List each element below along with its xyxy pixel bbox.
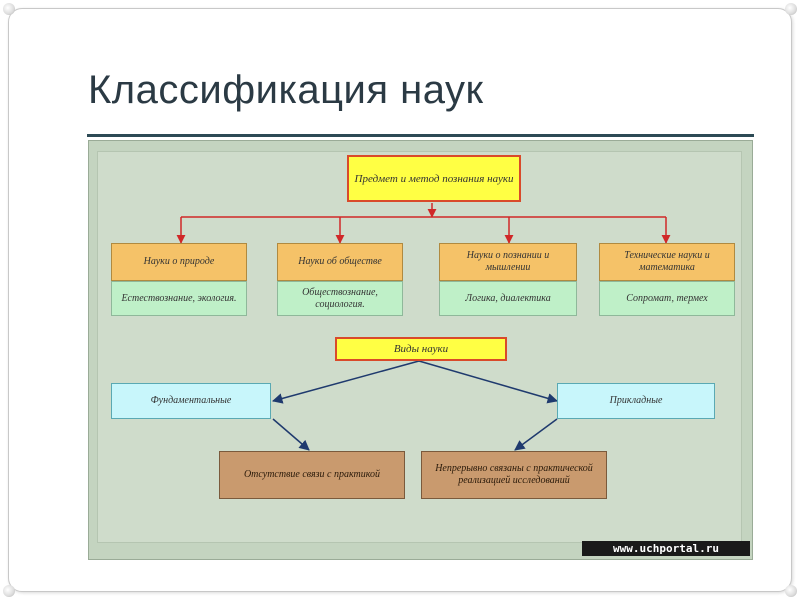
blue-connectors xyxy=(271,360,559,451)
top-concept-box: Предмет и метод познания науки xyxy=(347,155,521,202)
red-connectors xyxy=(176,203,671,244)
corner-ornament xyxy=(785,3,797,15)
category-header-cognition: Науки о познании и мышлении xyxy=(439,243,577,281)
arrow-fundamental-detail xyxy=(272,418,310,451)
corner-ornament xyxy=(785,585,797,597)
type-applied-box: Прикладные xyxy=(557,383,715,419)
category-content-cognition: Логика, диалектика xyxy=(439,281,577,316)
category-header-nature: Науки о природе xyxy=(111,243,247,281)
watermark-label: www.uchportal.ru xyxy=(582,541,750,556)
types-label-box: Виды науки xyxy=(335,337,507,361)
arrow-to-applied xyxy=(418,360,559,404)
slide-title: Классификация наук xyxy=(88,68,484,112)
classification-diagram: Предмет и метод познания науки Науки о п… xyxy=(88,140,753,560)
category-content-nature: Естествознание, экология. xyxy=(111,281,247,316)
title-underline xyxy=(87,134,754,137)
type-fundamental-box: Фундаментальные xyxy=(111,383,271,419)
type-applied-detail: Непрерывно связаны с практической реализ… xyxy=(421,451,607,499)
category-header-society: Науки об обществе xyxy=(277,243,403,281)
arrow-to-fundamental xyxy=(271,360,420,404)
category-header-technical: Технические науки и математика xyxy=(599,243,735,281)
connector-lines xyxy=(176,203,671,451)
category-content-society: Обществознание, социология. xyxy=(277,281,403,316)
category-content-technical: Сопромат, термех xyxy=(599,281,735,316)
type-fundamental-detail: Отсутствие связи с практикой xyxy=(219,451,405,499)
corner-ornament xyxy=(3,585,15,597)
corner-ornament xyxy=(3,3,15,15)
arrow-applied-detail xyxy=(514,418,558,451)
